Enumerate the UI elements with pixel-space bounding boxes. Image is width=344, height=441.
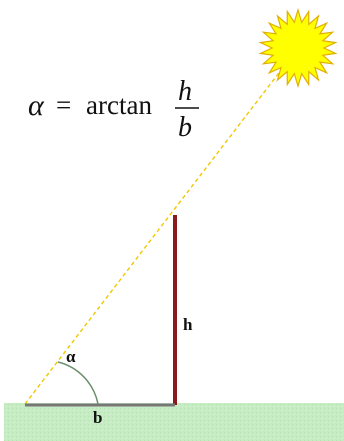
sun-ray	[24, 47, 299, 405]
sun-icon	[258, 7, 338, 89]
formula-numerator: h	[178, 76, 192, 107]
formula-alpha: α	[28, 89, 45, 122]
formula: α = arctan h b	[28, 76, 199, 143]
ground	[4, 403, 344, 441]
formula-equals: =	[56, 90, 71, 120]
formula-denominator: b	[178, 112, 192, 143]
angle-arc	[57, 361, 99, 405]
formula-arctan: arctan	[86, 90, 152, 120]
height-label: h	[183, 315, 193, 334]
base-label: b	[93, 408, 102, 427]
angle-label: α	[66, 347, 76, 366]
